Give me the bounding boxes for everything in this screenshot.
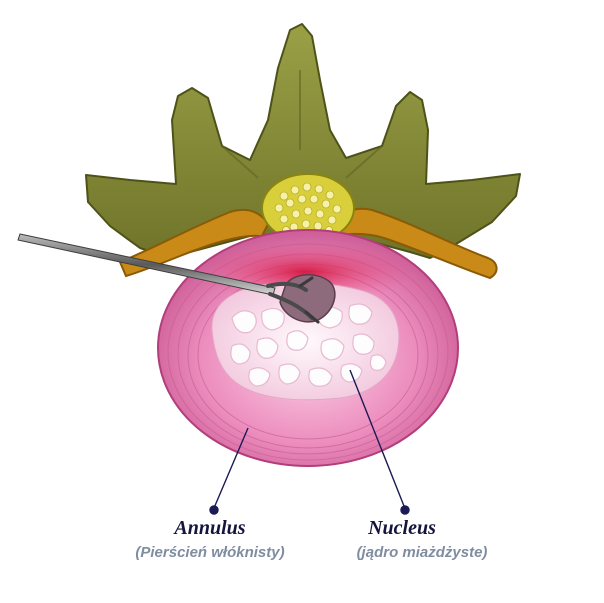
nucleus-leader [349,369,410,515]
annulus-leader [209,427,249,515]
vertebra-ridge [221,70,383,179]
annulus-sublabel: (Pierścień włóknisty) [135,544,285,561]
nucleus-sublabel: (jądro miażdżyste) [356,544,488,561]
nucleus-label: Nucleus [368,517,436,539]
ligament-right [332,207,498,280]
nucleus-texture [230,303,387,387]
annulus-label: Annulus [174,517,246,539]
surgical-forceps [17,233,320,324]
